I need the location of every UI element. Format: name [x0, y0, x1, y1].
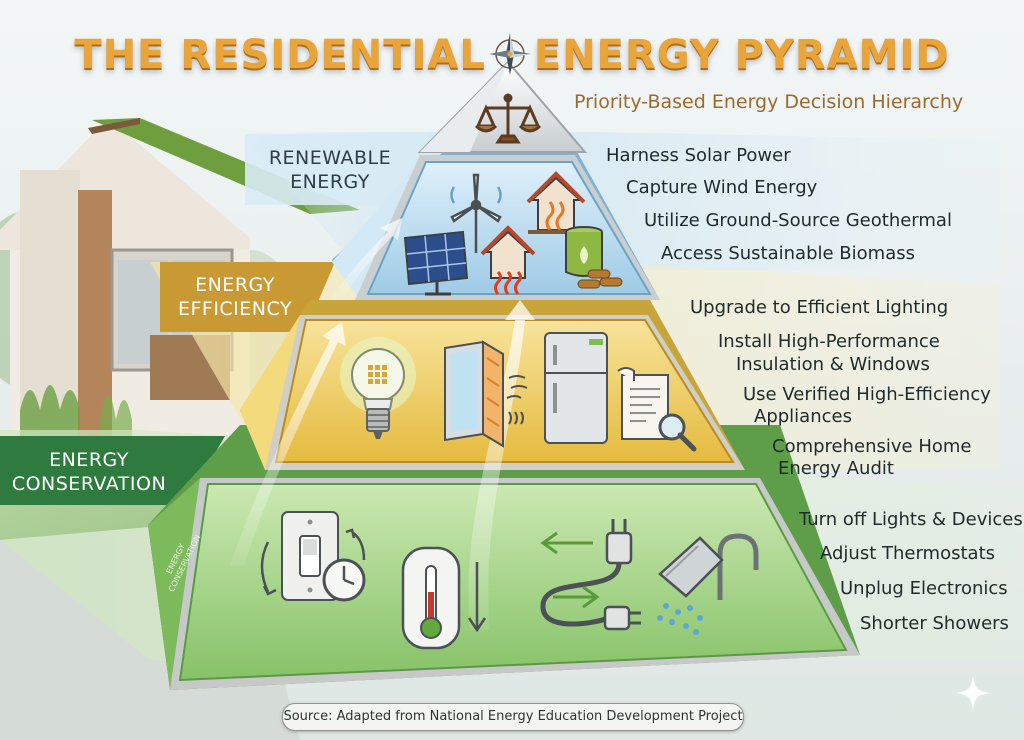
geothermal-house-icon: [526, 171, 586, 234]
label-conservation-line1: ENERGY: [49, 449, 129, 471]
wind-turbine-icon: [450, 173, 502, 253]
label-conservation: ENERGY CONSERVATION: [4, 448, 174, 496]
list-item: Harness Solar Power: [606, 145, 791, 166]
list-item: Energy Audit: [778, 458, 894, 479]
label-renewable: RENEWABLE ENERGY: [250, 146, 410, 194]
shower-head-icon: [657, 533, 759, 635]
sparkle-icon: [955, 675, 991, 711]
led-bulb-icon: [340, 337, 416, 439]
page-title: THE RESIDENTIAL ENERGY PYRAMID: [40, 32, 984, 78]
list-item: Adjust Thermostats: [820, 543, 995, 564]
list-item: Appliances: [754, 406, 852, 427]
biofuel-barrel-icon: [565, 226, 623, 289]
solar-panel-icon: [403, 230, 469, 296]
list-item: Insulation & Windows: [736, 354, 930, 375]
label-conservation-line2: CONSERVATION: [11, 473, 167, 495]
list-item: Turn off Lights & Devices: [799, 509, 1023, 530]
balance-scale-icon: [474, 93, 542, 144]
upward-arrows: [230, 218, 535, 630]
list-item: Comprehensive Home: [772, 436, 972, 457]
list-item: Utilize Ground-Source Geothermal: [644, 210, 952, 231]
list-item: Install High-Performance: [718, 331, 940, 352]
tier-conservation: [148, 425, 860, 690]
unplug-icon: [540, 519, 641, 631]
list-item: Upgrade to Efficient Lighting: [690, 297, 949, 318]
list-item: Unplug Electronics: [840, 578, 1008, 599]
label-efficiency-line1: ENERGY: [195, 274, 275, 296]
thermostat-icon: [401, 546, 487, 650]
biomass-house-icon: [480, 225, 536, 295]
label-efficiency: ENERGY EFFICIENCY: [160, 273, 310, 321]
list-item: Shorter Showers: [860, 613, 1009, 634]
list-item: Use Verified High-Efficiency: [743, 384, 991, 405]
energy-audit-icon: [617, 367, 697, 452]
refrigerator-icon: [544, 332, 608, 444]
label-renewable-line1: RENEWABLE: [268, 147, 392, 169]
insulated-window-icon: [444, 340, 528, 448]
label-efficiency-line2: EFFICIENCY: [177, 298, 293, 320]
source-caption: Source: Adapted from National Energy Edu…: [282, 703, 744, 731]
light-switch-timer-icon: [260, 511, 366, 602]
list-item: Access Sustainable Biomass: [661, 243, 915, 264]
list-item: Capture Wind Energy: [626, 177, 818, 198]
subtitle: Priority-Based Energy Decision Hierarchy: [574, 91, 964, 113]
title-part-1: THE RESIDENTIAL: [74, 32, 486, 78]
compass-icon: [488, 33, 531, 75]
title-part-2: ENERGY PYRAMID: [533, 32, 950, 78]
label-renewable-line2: ENERGY: [290, 171, 370, 193]
